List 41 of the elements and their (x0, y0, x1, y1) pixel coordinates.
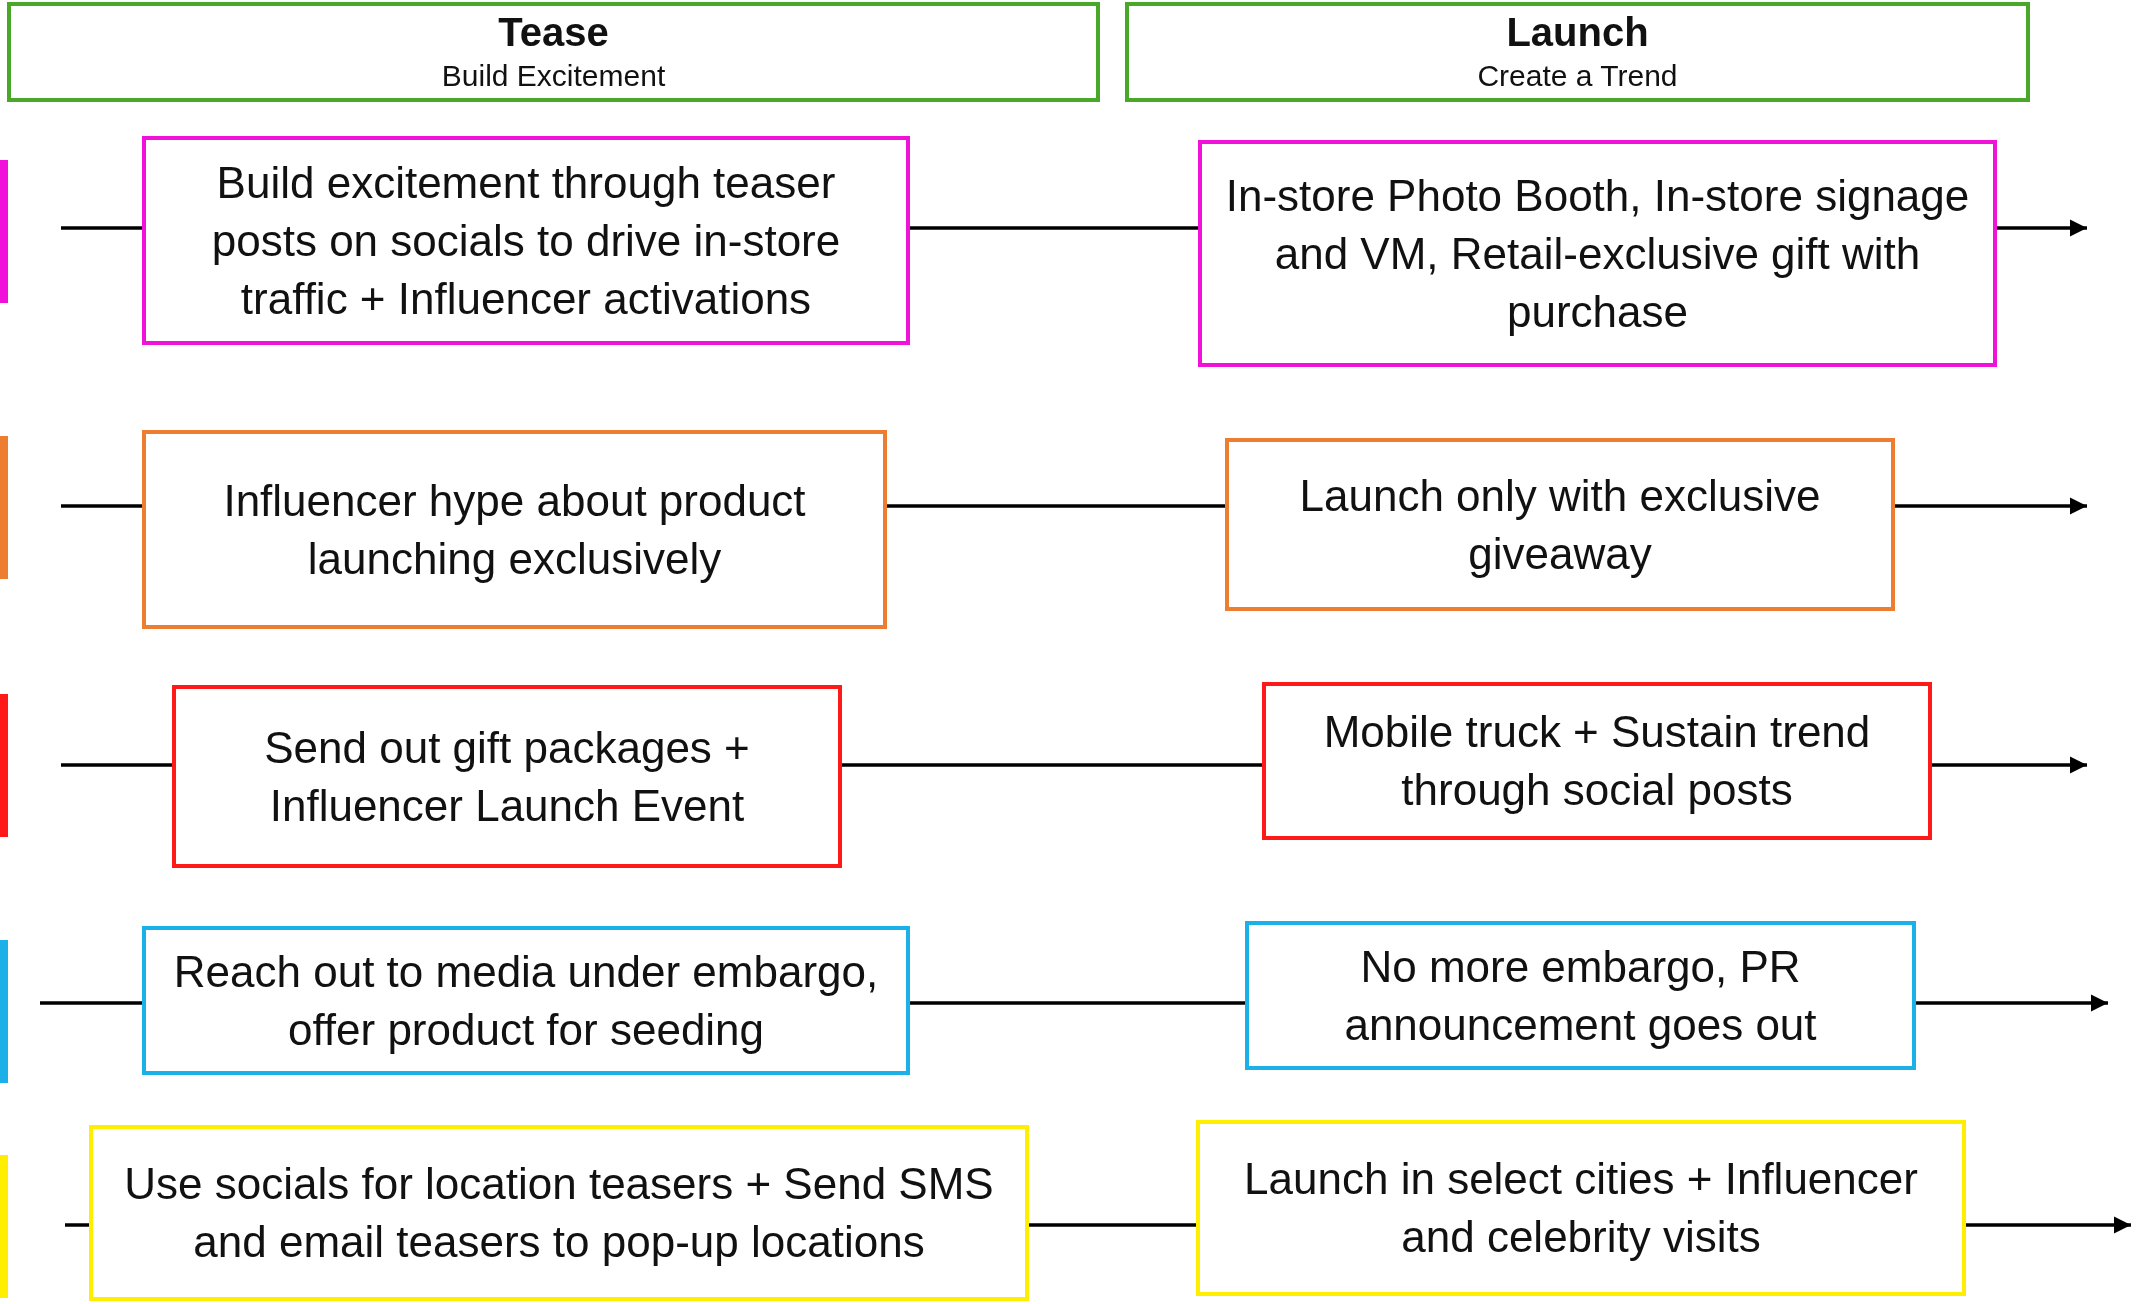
connector-line (887, 504, 1225, 508)
tactic-text: Use socials for location teasers + Send SMS and email teasers to pop-up locations (123, 1158, 995, 1268)
tactic-box (1225, 438, 1895, 611)
phase-header-box (1125, 2, 2030, 102)
arrow (1916, 994, 2108, 1012)
connector-line (910, 1001, 1245, 1005)
connector-line (61, 226, 142, 230)
tactic-box (89, 1125, 1029, 1301)
connector-line (910, 226, 1198, 230)
tactic-text: No more embargo, PR announcement goes out (1343, 940, 1818, 1051)
connector-line (842, 763, 1262, 767)
tactic-text: Launch only with exclusive giveaway (1298, 469, 1822, 580)
tactic-box (172, 685, 842, 868)
connector-line (40, 1001, 142, 1005)
phase-title: Tease (498, 9, 609, 56)
arrow (1932, 756, 2087, 774)
connector-line (61, 504, 142, 508)
tactic-box (1196, 1120, 1966, 1296)
phase-title: Launch (1506, 9, 1649, 56)
connector-line (61, 763, 172, 767)
tactic-box (142, 926, 910, 1075)
phase-subtitle: Build Excitement (441, 58, 666, 94)
tactic-text: Influencer hype about product launching exclusively (222, 474, 807, 585)
tactic-text: Send out gift packages + Influencer Launch Event (263, 721, 751, 832)
phase-subtitle: Create a Trend (1477, 58, 1678, 94)
tactic-text: Build excitement through teaser posts on socials to drive in-store traffic + Influencer activations (210, 156, 842, 325)
arrow (1895, 497, 2087, 515)
arrow (1966, 1216, 2131, 1234)
tactic-text: Launch in select cities + Influencer and celebrity visits (1243, 1153, 1919, 1263)
tactic-box (1198, 140, 1997, 367)
tactic-text: Mobile truck + Sustain trend through social posts (1322, 706, 1872, 816)
tactic-text: In-store Photo Booth, In-store signage and VM, Retail-exclusive gift with purchase (1224, 169, 1971, 338)
phase-header-box (7, 2, 1100, 102)
tactic-text: Reach out to media under embargo, offer product for seeding (172, 945, 880, 1056)
tactic-box (142, 136, 910, 345)
connector-line (1029, 1223, 1196, 1227)
arrow (1997, 219, 2087, 237)
connector-line (65, 1223, 89, 1227)
tactic-box (142, 430, 887, 629)
tactic-box (1262, 682, 1932, 840)
tactic-box (1245, 921, 1916, 1070)
